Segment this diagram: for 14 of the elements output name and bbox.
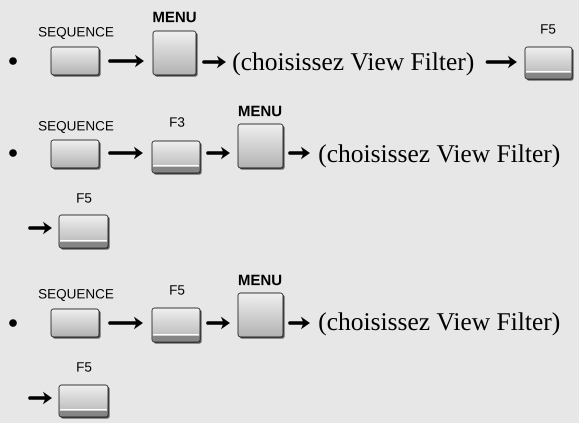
button-label: F5	[77, 193, 92, 203]
button-label: MENU	[153, 12, 196, 22]
button-label: SEQUENCE	[38, 27, 114, 39]
button-label: SEQUENCE	[38, 121, 114, 133]
instruction-text: (choisissez View Filter)	[319, 312, 560, 336]
button-label: MENU	[238, 106, 282, 116]
button-label: F3	[170, 117, 184, 127]
button-label: F5	[77, 362, 92, 372]
button-label: F5	[541, 24, 556, 34]
button-label: F5	[170, 285, 184, 295]
instruction-text: (choisissez View Filter)	[233, 52, 474, 76]
button-label: SEQUENCE	[38, 289, 114, 301]
button-label: MENU	[238, 274, 282, 286]
instruction-text: (choisissez View Filter)	[319, 144, 560, 168]
